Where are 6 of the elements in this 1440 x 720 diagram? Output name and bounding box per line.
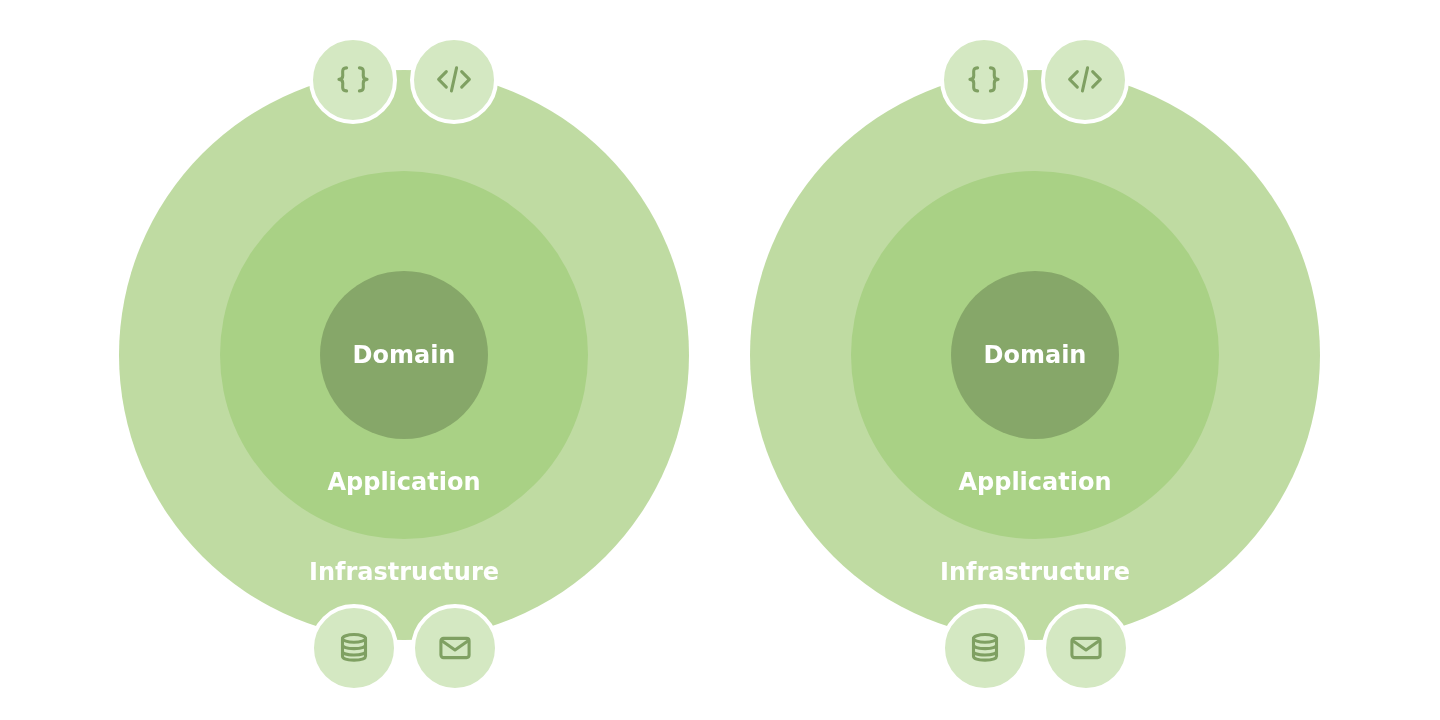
layer-label: Domain	[983, 340, 1087, 370]
layer-label: Infrastructure	[939, 557, 1131, 587]
layer-label: Domain	[352, 340, 456, 370]
layer-label: Infrastructure	[308, 557, 500, 587]
layer-label: Application	[327, 467, 481, 497]
layer-label: Application	[958, 467, 1112, 497]
